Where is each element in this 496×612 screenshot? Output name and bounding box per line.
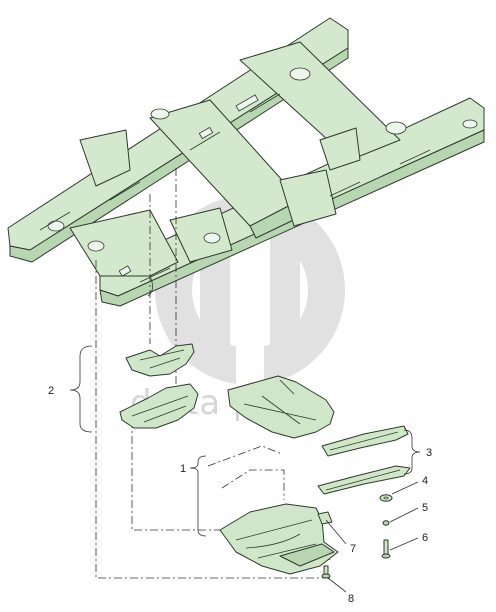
callout-5: 5 (422, 502, 428, 514)
bolt-8 (321, 565, 331, 579)
bolt-6 (381, 539, 391, 559)
clip-7 (317, 511, 333, 525)
heat-shield-lower (119, 383, 199, 429)
rail-shield-lower (317, 465, 411, 495)
rail-shield-upper (321, 425, 409, 457)
chassis-frame (7, 17, 485, 307)
nut-5 (382, 520, 390, 526)
callout-8: 8 (348, 593, 354, 605)
heat-shield-upper (125, 343, 195, 377)
callout-3: 3 (426, 447, 432, 459)
washer-4 (379, 494, 393, 502)
callout-6: 6 (422, 532, 428, 544)
callout-7: 7 (350, 543, 356, 555)
brace-1 (189, 455, 207, 537)
callout-1: 1 (180, 463, 186, 475)
callout-4: 4 (422, 475, 428, 487)
brace-2 (69, 345, 93, 433)
heat-shield-main (227, 375, 335, 439)
underbody-shield (219, 503, 339, 575)
brace-3 (403, 429, 421, 475)
leader-lines (325, 481, 419, 593)
callout-2: 2 (48, 385, 54, 397)
